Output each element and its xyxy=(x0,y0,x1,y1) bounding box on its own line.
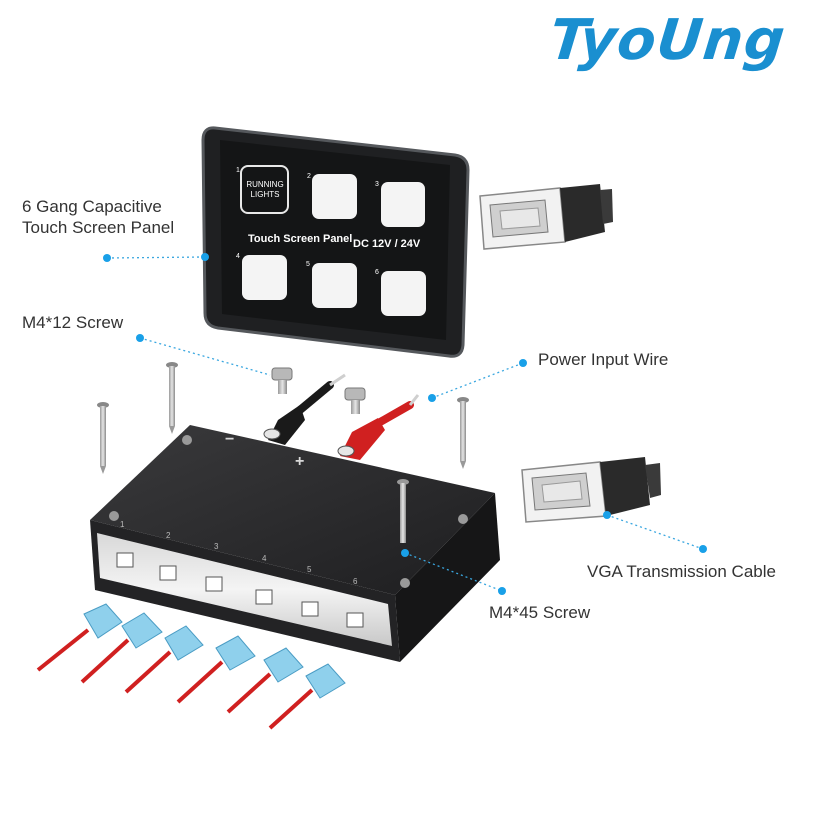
callout-dot xyxy=(201,253,209,261)
output-wire xyxy=(268,663,346,730)
output-wire xyxy=(80,612,163,684)
channel-terminals xyxy=(116,552,364,628)
output-wire xyxy=(36,603,123,672)
callout-dot xyxy=(699,545,707,553)
output-wire xyxy=(226,647,304,714)
channel-numbers: 1 2 3 4 5 6 xyxy=(120,520,358,586)
panel-voltage: DC 12V / 24V xyxy=(353,238,421,250)
button-6-number: 6 xyxy=(375,269,379,276)
short-screws xyxy=(271,367,366,414)
callout-dot xyxy=(498,587,506,595)
panel-button-1: RUNNING LIGHTS 1 xyxy=(236,165,289,214)
callout-m4-12-screw: M4*12 Screw xyxy=(22,313,124,332)
button-1-label-line1: RUNNING xyxy=(246,180,283,189)
callout-dot xyxy=(519,359,527,367)
channel-number: 4 xyxy=(262,554,267,563)
channel-number: 5 xyxy=(307,565,312,574)
long-screw xyxy=(166,362,178,434)
callout-dots xyxy=(103,253,707,595)
short-screw xyxy=(344,387,366,414)
power-wire-red xyxy=(337,394,420,460)
relay-box: − + 1 2 3 4 5 6 xyxy=(90,425,500,662)
panel-button-6: 6 xyxy=(375,269,426,316)
panel-button-4: 4 xyxy=(236,253,287,300)
callout-dot xyxy=(136,334,144,342)
polarity-negative: − xyxy=(225,431,234,448)
button-3-number: 3 xyxy=(375,181,379,188)
output-wires xyxy=(36,603,346,730)
output-wire xyxy=(176,635,256,704)
vga-connector-bottom xyxy=(521,457,661,523)
long-screw-in-box xyxy=(397,479,409,543)
vga-connector-top xyxy=(479,184,613,250)
channel-number: 1 xyxy=(120,520,125,529)
callout-dot xyxy=(603,511,611,519)
button-4-number: 4 xyxy=(236,253,240,260)
callout-dot xyxy=(401,549,409,557)
callout-vga-cable: VGA Transmission Cable xyxy=(587,562,776,581)
callout-leaders xyxy=(106,256,704,592)
short-screw xyxy=(271,367,293,394)
long-screw xyxy=(97,402,109,474)
callout-power-input-wire: Power Input Wire xyxy=(538,350,669,369)
long-screw xyxy=(457,397,469,469)
callout-dot xyxy=(428,394,436,402)
channel-number: 6 xyxy=(353,577,358,586)
callout-touch-panel-line1: 6 Gang Capacitive xyxy=(22,197,162,216)
channel-number: 3 xyxy=(214,542,219,551)
power-wire-black xyxy=(263,373,346,445)
output-wire xyxy=(124,625,204,694)
channel-number: 2 xyxy=(166,531,171,540)
button-1-number: 1 xyxy=(236,167,240,174)
callout-touch-panel-line2: Touch Screen Panel xyxy=(22,218,175,237)
button-2-number: 2 xyxy=(307,173,311,180)
long-screws xyxy=(97,362,469,474)
callout-m4-45-screw: M4*45 Screw xyxy=(489,603,591,622)
panel-button-5: 5 xyxy=(306,261,357,308)
panel-title: Touch Screen Panel xyxy=(248,233,352,245)
panel-button-2: 2 xyxy=(307,173,357,219)
button-5-number: 5 xyxy=(306,261,310,268)
callout-dot xyxy=(103,254,111,262)
panel-button-3: 3 xyxy=(375,181,425,227)
polarity-positive: + xyxy=(295,453,304,470)
callout-touch-panel: 6 Gang Capacitive Touch Screen Panel xyxy=(22,196,174,238)
button-1-label-line2: LIGHTS xyxy=(251,190,280,199)
touch-screen-panel: RUNNING LIGHTS 1 2 3 Touch Screen Panel … xyxy=(201,126,470,358)
